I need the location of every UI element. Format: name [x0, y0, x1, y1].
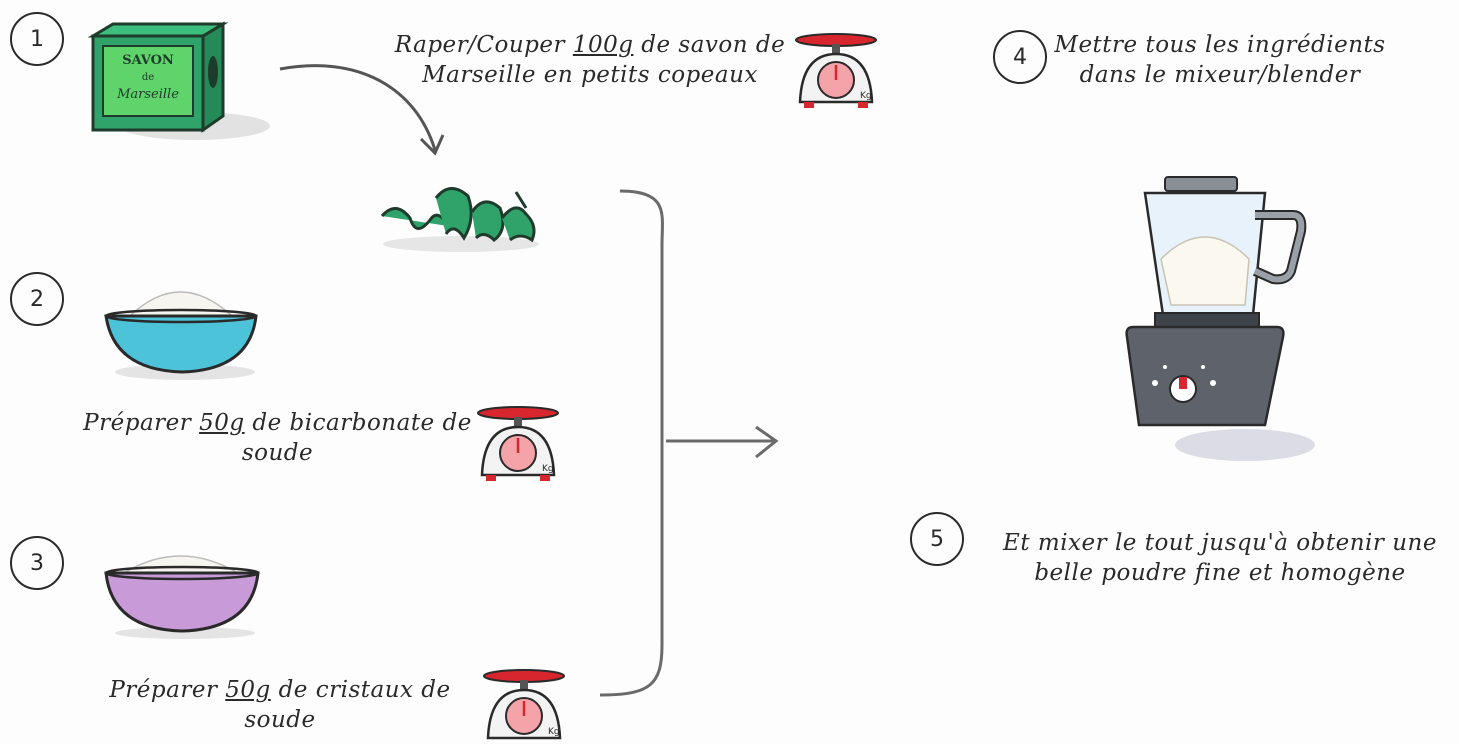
soap-box-icon: SAVON de Marseille — [87, 21, 270, 140]
step-4-text-line1: Mettre tous les ingrédients — [1054, 32, 1386, 58]
soap-shavings-icon — [380, 187, 539, 252]
step-1-text-after: de savon de — [633, 32, 786, 58]
step-4-instructions: Mettre tous les ingrédients dans le mixe… — [1050, 30, 1390, 90]
scale-unit-label: Kg — [860, 91, 872, 101]
step-1-amount: 100g — [572, 32, 634, 58]
kitchen-scale-icon: Kg — [795, 33, 877, 108]
blue-bowl-icon — [104, 291, 258, 380]
step-1-text-line2: Marseille en petits copeaux — [422, 62, 758, 88]
soap-label-line2: de — [142, 72, 154, 83]
scale-unit-label: Kg — [548, 727, 560, 737]
step-1-instructions: Raper/Couper 100g de savon de Marseille … — [390, 30, 790, 90]
step-3-instructions: Préparer 50g de cristaux de soude — [100, 675, 460, 735]
step-1-circle: 1 — [10, 12, 64, 66]
curved-arrow-icon — [279, 64, 445, 156]
step-3-text-line2: soude — [244, 707, 316, 733]
step-2-text-line2: soude — [241, 440, 314, 466]
step-5-circle: 5 — [910, 512, 964, 566]
step-5-text-line1: Et mixer le tout jusqu'à obtenir une — [1003, 530, 1437, 556]
step-3-circle: 3 — [10, 536, 64, 590]
kitchen-scale-icon: Kg — [477, 406, 559, 481]
blender-icon — [1125, 176, 1315, 461]
step-2-text-before: Préparer — [83, 410, 200, 436]
step-5-instructions: Et mixer le tout jusqu'à obtenir une bel… — [985, 528, 1455, 588]
kitchen-scale-icon: Kg — [483, 669, 565, 740]
step-5-text-line2: belle poudre fine et homogène — [1034, 560, 1406, 586]
bracket-arrow-icon — [599, 189, 779, 697]
step-4-text-line2: dans le mixeur/blender — [1079, 62, 1361, 88]
purple-bowl-icon — [104, 555, 260, 639]
step-2-amount: 50g — [199, 410, 245, 436]
scale-unit-label: Kg — [542, 464, 554, 474]
step-3-text-before: Préparer — [109, 677, 226, 703]
step-1-text-before: Raper/Couper — [394, 32, 573, 58]
soap-label-line3: Marseille — [116, 87, 179, 102]
step-3-amount: 50g — [225, 677, 271, 703]
step-2-instructions: Préparer 50g de bicarbonate de soude — [80, 408, 475, 468]
step-2-text-after: de bicarbonate de — [244, 410, 472, 436]
step-2-circle: 2 — [10, 272, 64, 326]
step-4-circle: 4 — [993, 30, 1047, 84]
soap-label-line1: SAVON — [122, 53, 174, 68]
step-3-text-after: de cristaux de — [270, 677, 451, 703]
